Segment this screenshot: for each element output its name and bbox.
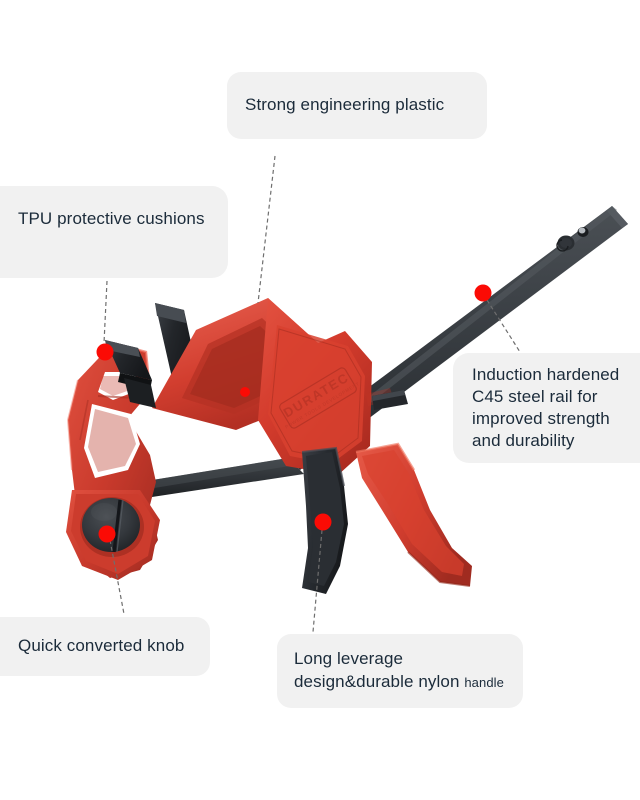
- callout-strong-engineering-plastic: Strong engineering plastic: [227, 72, 487, 139]
- marker-dot-plastic: [240, 387, 250, 397]
- callout-text-plastic: Strong engineering plastic: [245, 95, 445, 115]
- leader-line-handle: [312, 529, 323, 633]
- release-knob: [80, 497, 144, 557]
- marker-dot-handle: [314, 513, 332, 531]
- brand-emboss: DURATEC POWER TOOLS DEVELOPMENT: [279, 367, 361, 430]
- pistol-grip: [355, 442, 472, 587]
- moving-jaw: [66, 341, 160, 580]
- callout-text-knob: Quick converted knob: [18, 636, 185, 656]
- leader-line-plastic: [257, 155, 276, 304]
- callout-text-handle-main: Long leverage design&durable nylon: [294, 649, 460, 691]
- callout-quick-converted-knob: Quick converted knob: [0, 617, 210, 676]
- feature-markers: [96, 284, 492, 543]
- callout-text-handle-small: handle: [464, 675, 504, 690]
- callout-text-tpu: TPU protective cushions: [18, 208, 205, 228]
- callout-tpu-protective-cushions: TPU protective cushions: [0, 186, 228, 278]
- leader-line-knob: [109, 539, 125, 615]
- callout-induction-hardened-rail: Induction hardened C45 steel rail for im…: [453, 353, 640, 463]
- trigger: [301, 390, 408, 594]
- leader-line-tpu: [103, 280, 108, 344]
- svg-text:POWER TOOLS DEVELOPMENT: POWER TOOLS DEVELOPMENT: [284, 381, 360, 430]
- marker-dot-knob: [98, 525, 116, 543]
- svg-text:DURATEC: DURATEC: [281, 370, 352, 421]
- marker-dot-rail: [474, 284, 492, 302]
- marker-dot-tpu: [96, 343, 114, 361]
- main-body: DURATEC POWER TOOLS DEVELOPMENT: [152, 298, 394, 475]
- callout-long-leverage-handle: Long leverage design&durable nylon handl…: [277, 634, 523, 708]
- tpu-pad-rear: [155, 303, 200, 391]
- callout-text-rail: Induction hardened C45 steel rail for im…: [472, 364, 620, 451]
- tpu-pad-front: [105, 340, 156, 408]
- callout-text-handle: Long leverage design&durable nylon handl…: [294, 648, 504, 694]
- leader-line-rail: [486, 299, 521, 353]
